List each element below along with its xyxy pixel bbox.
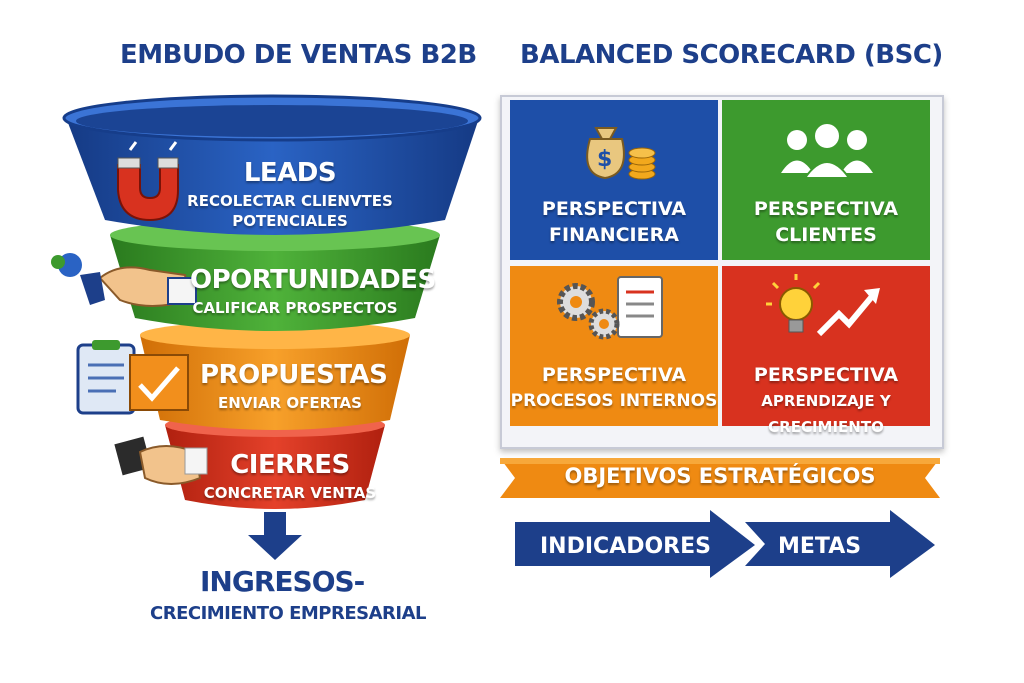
perspective-financiera-line1: PERSPECTIVA [541, 198, 687, 220]
stage-leads: LEADS RECOLECTAR CLIENVTES POTENCIALES [170, 158, 410, 230]
svg-text:$: $ [597, 147, 612, 172]
magnet-icon [117, 141, 179, 222]
handshake-icon [51, 253, 197, 307]
stage-leads-desc: RECOLECTAR CLIENVTES [187, 192, 393, 210]
bsc-title: BALANCED SCORECARD (BSC) [520, 40, 943, 70]
funnel-stage-oportunidades [110, 235, 440, 331]
funnel-title: EMBUDO DE VENTAS B2B [120, 40, 477, 70]
handshake-deal-icon [114, 436, 208, 485]
output-subtitle: CRECIMIENTO EMPRESARIAL [150, 603, 427, 624]
perspective-clientes-line1: PERSPECTIVA [753, 198, 899, 220]
stage-propuestas: PROPUESTAS ENVIAR OFERTAS [200, 360, 388, 412]
funnel-stage-cierres [165, 425, 385, 509]
stage-cierres-name: CIERRES [230, 450, 350, 480]
money-bag-icon: $ [586, 127, 656, 180]
stage-propuestas-desc: ENVIAR OFERTAS [218, 394, 362, 412]
perspective-clientes-line2: CLIENTES [775, 224, 877, 246]
perspective-procesos-line2: PROCESOS INTERNOS [510, 391, 718, 411]
stage-cierres-desc: CONCRETAR VENTAS [203, 484, 377, 502]
objectives-label: OBJETIVOS ESTRATÉGICOS [564, 464, 876, 488]
stage-oportunidades-name: OPORTUNIDADES [190, 265, 436, 295]
stage-leads-name: LEADS [243, 158, 337, 188]
stage-oportunidades-desc: CALIFICAR PROSPECTOS [192, 299, 398, 317]
perspective-aprendizaje: PERSPECTIVA APRENDIZAJE Y CRECIMIENTO [722, 266, 930, 436]
perspective-clientes: PERSPECTIVA CLIENTES [722, 100, 930, 260]
output-title: INGRESOS- [200, 565, 365, 598]
people-icon [781, 122, 873, 179]
perspective-procesos: PERSPECTIVA PROCESOS INTERNOS [510, 266, 718, 426]
indicators-arrow [515, 510, 755, 578]
stage-propuestas-name: PROPUESTAS [200, 360, 388, 390]
indicators-label: INDICADORES [540, 534, 711, 559]
funnel-stage-propuestas [140, 335, 410, 430]
proposal-document-icon [76, 340, 189, 415]
down-arrow-icon [248, 512, 302, 560]
indicators-goals-arrows [515, 510, 935, 578]
goals-label: METAS [778, 534, 862, 559]
stage-cierres: CIERRES CONCRETAR VENTAS [200, 450, 380, 502]
stage-leads-desc2: POTENCIALES [232, 212, 348, 230]
gears-clipboard-icon [557, 276, 663, 340]
perspective-financiera: $ PERSPECTIVA FINANCIERA [510, 100, 718, 260]
goals-arrow [745, 510, 935, 578]
perspective-aprendizaje-line2: APRENDIZAJE Y CRECIMIENTO [761, 392, 891, 436]
sales-funnel [51, 94, 482, 560]
lightbulb-growth-icon [766, 274, 880, 337]
perspective-financiera-line2: FINANCIERA [549, 224, 679, 246]
objectives-banner [500, 458, 940, 498]
perspective-aprendizaje-line1: PERSPECTIVA [753, 364, 899, 386]
perspective-procesos-line1: PERSPECTIVA [541, 364, 687, 386]
stage-oportunidades: OPORTUNIDADES CALIFICAR PROSPECTOS [190, 265, 436, 317]
